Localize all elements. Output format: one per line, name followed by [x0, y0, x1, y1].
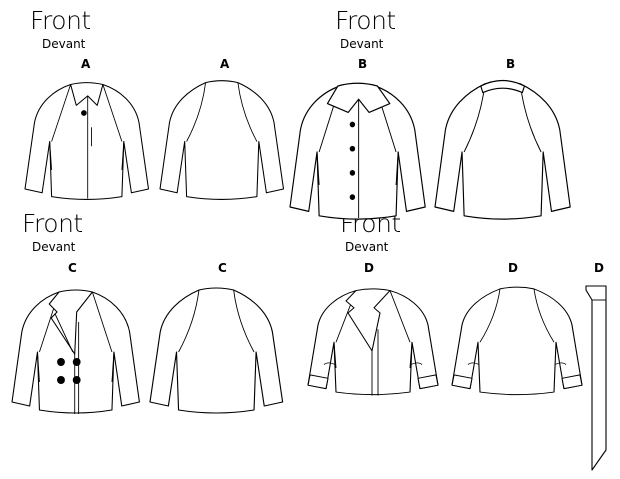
view-label-b-front: B	[358, 57, 368, 71]
view-label-c-back: C	[218, 261, 227, 275]
view-label-b-back: B	[506, 57, 516, 71]
jacket-b-front	[289, 82, 426, 220]
view-label-c-front: C	[68, 261, 77, 275]
jacket-d-front	[307, 288, 439, 396]
devant-label-a: Devant	[42, 37, 86, 51]
jacket-a-front	[24, 82, 150, 200]
view-label-a-front: A	[81, 57, 91, 71]
jacket-a-back	[159, 80, 285, 200]
view-label-d-back: D	[508, 261, 518, 275]
view-label-a-back: A	[220, 57, 230, 71]
jacket-d-back	[451, 286, 583, 396]
view-label-d-tie: D	[594, 261, 604, 275]
view-label-d-front: D	[364, 261, 374, 275]
front-label-c: Front	[22, 209, 83, 238]
front-label-a: Front	[30, 6, 91, 35]
devant-label-b: Devant	[340, 37, 384, 51]
front-label-b: Front	[335, 6, 396, 35]
tie-d	[585, 285, 607, 471]
jacket-c-front	[11, 289, 140, 414]
jacket-c-back	[149, 287, 284, 414]
devant-label-d: Devant	[345, 240, 389, 254]
jacket-b-back	[434, 79, 571, 220]
devant-label-c: Devant	[32, 240, 76, 254]
